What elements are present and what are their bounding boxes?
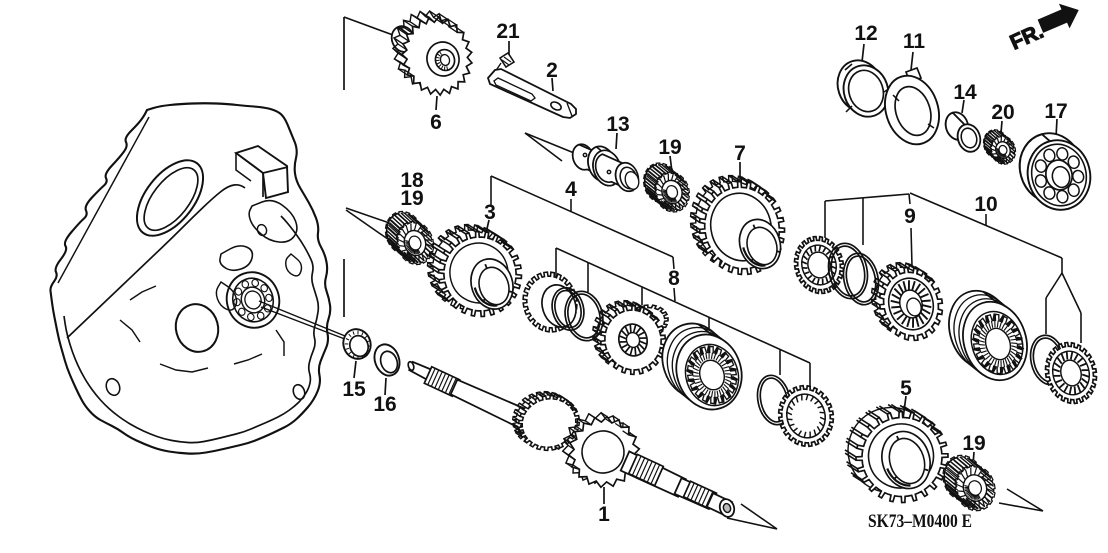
svg-text:4: 4 — [565, 178, 577, 201]
svg-text:13: 13 — [606, 113, 629, 136]
svg-text:21: 21 — [496, 20, 520, 43]
svg-text:1: 1 — [598, 503, 610, 526]
svg-text:6: 6 — [430, 111, 442, 134]
svg-text:20: 20 — [991, 101, 1014, 124]
svg-text:17: 17 — [1044, 100, 1067, 123]
svg-text:11: 11 — [903, 30, 926, 53]
svg-text:16: 16 — [373, 393, 396, 416]
svg-text:7: 7 — [734, 142, 746, 165]
svg-text:19: 19 — [962, 432, 985, 455]
svg-text:2: 2 — [546, 59, 558, 82]
svg-text:19: 19 — [400, 187, 423, 210]
svg-text:12: 12 — [854, 22, 877, 45]
svg-text:10: 10 — [974, 193, 997, 216]
svg-text:18: 18 — [400, 169, 424, 192]
svg-text:19: 19 — [658, 136, 681, 159]
svg-text:3: 3 — [484, 201, 496, 224]
svg-text:15: 15 — [342, 378, 366, 401]
svg-text:SK73–M0400 E: SK73–M0400 E — [868, 511, 972, 532]
svg-text:5: 5 — [900, 377, 912, 400]
svg-text:14: 14 — [953, 81, 977, 104]
svg-text:8: 8 — [668, 267, 680, 290]
svg-text:9: 9 — [904, 205, 916, 228]
